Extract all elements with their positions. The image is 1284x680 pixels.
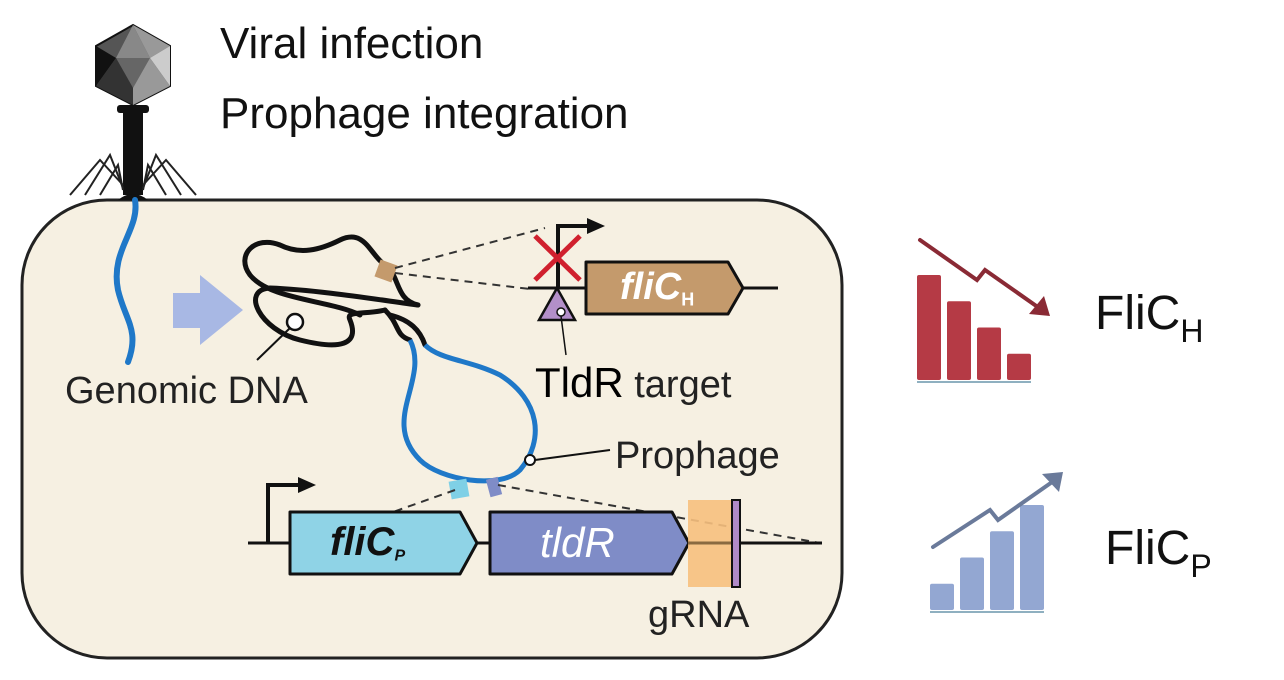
trend-bar [1020,505,1044,610]
trend-bar [917,275,941,380]
flic-h-outcome-label: FliCH [1095,290,1203,347]
flic-h-sub: H [681,289,695,310]
trend-bar [960,557,984,610]
tldr-gene-label: tldR [540,519,615,566]
promoter-arrow-bottom-icon [266,483,300,543]
tldr-target-triangle [536,285,578,322]
trend-arrow-line [931,478,1057,549]
flic-p-gene-label: fliCP [330,522,405,565]
increase-chart-icon [930,472,1063,613]
trend-bar [930,583,954,610]
tldr-target-label: TldR target [535,359,732,406]
trend-bar [947,301,971,380]
genomic-dna-label: Genomic DNA [65,370,308,412]
tldr-gene [488,510,691,576]
blocked-x-icon [533,234,582,282]
flic-h-outcome-name: FliC [1095,287,1181,340]
promoter-arrow-top-icon [556,224,590,288]
process-arrow-icon [173,275,243,345]
decrease-chart-icon [917,238,1050,383]
grna-label: gRNA [648,594,750,636]
tldr-target-bold: TldR [535,359,624,406]
flic-h-name: fliC [620,266,682,308]
trend-arrow-head [1029,296,1050,316]
flic-p-outcome-label: FliCP [1105,525,1212,582]
flic-p-name: fliC [330,520,395,564]
injected-dna-strand [113,197,139,365]
flic-h-gene [584,260,745,316]
flic-p-outcome-sub: P [1190,547,1212,584]
flic-h-outcome-sub: H [1180,312,1204,349]
tldr-target-rest: target [623,364,732,406]
trend-bar [990,531,1014,610]
flic-p-sub: P [394,547,406,565]
flic-p-gene [288,510,479,576]
header-line-1: Viral infection [220,19,484,68]
flic-p-outcome-name: FliC [1105,522,1191,575]
bacteriophage-icon [69,23,197,200]
trend-arrow-line [918,238,1044,312]
grna-bar [731,499,741,588]
prophage-dna-loop [401,338,538,484]
header-line-2: Prophage integration [220,89,629,138]
flic-h-gene-label: fliCH [620,268,694,308]
trend-bar [1007,353,1031,380]
trend-bar [977,327,1001,380]
prophage-label: Prophage [615,435,780,477]
trend-arrow-head [1042,472,1063,492]
